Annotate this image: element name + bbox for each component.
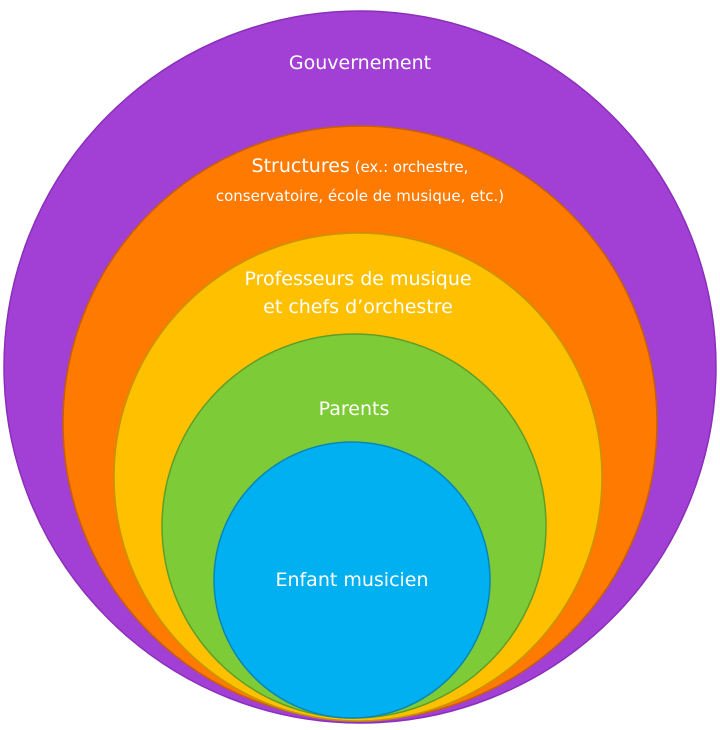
label-gouvernement: Gouvernement (289, 52, 431, 74)
label-structures-line-1: Structures (ex.: orchestre, (252, 155, 469, 177)
label-enfant-musicien: Enfant musicien (275, 569, 428, 591)
label-professeurs-line-1: Professeurs de musique (244, 268, 471, 290)
circle-enfant-musicien (213, 441, 491, 719)
label-parents: Parents (319, 398, 390, 420)
label-structures-example-start: (ex.: orchestre, (350, 158, 469, 176)
label-structures-title: Structures (252, 155, 350, 177)
label-structures-line-2: conservatoire, école de musique, etc.) (216, 187, 504, 205)
label-professeurs-line-2: et chefs d’orchestre (263, 296, 453, 318)
